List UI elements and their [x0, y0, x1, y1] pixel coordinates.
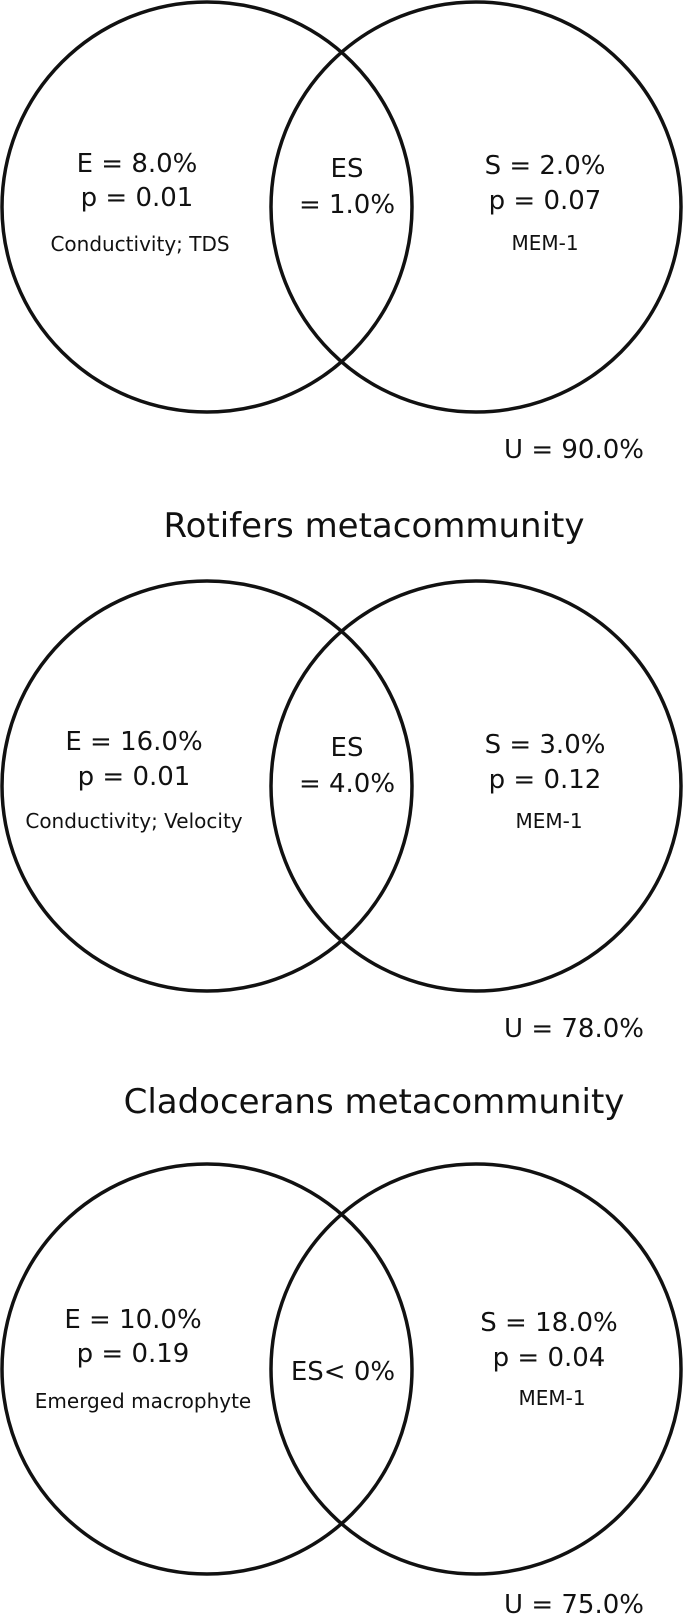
spatial-circle	[269, 1162, 683, 1576]
spatial-circle	[269, 579, 683, 993]
environment-p-value: p = 0.19	[77, 1339, 190, 1369]
spatial-variables: MEM-1	[515, 809, 582, 833]
unexplained-fraction: U = 75.0%	[504, 1590, 644, 1614]
shared-label: ES< 0%	[291, 1357, 395, 1387]
venn-panel-3: Cladocerans metacommunity E = 10.0% p = …	[0, 1082, 683, 1614]
shared-fraction: = 4.0%	[299, 769, 395, 799]
environment-fraction: E = 8.0%	[77, 149, 198, 179]
spatial-variables: MEM-1	[511, 231, 578, 255]
spatial-p-value: p = 0.12	[489, 765, 602, 795]
environment-p-value: p = 0.01	[78, 762, 191, 792]
venn-panel-1: E = 8.0% p = 0.01 Conductivity; TDS ES =…	[0, 0, 683, 465]
spatial-fraction: S = 18.0%	[480, 1308, 617, 1338]
shared-fraction: = 1.0%	[299, 190, 395, 220]
spatial-fraction: S = 2.0%	[485, 151, 606, 181]
environment-circle	[0, 579, 414, 993]
environment-circle	[0, 0, 414, 414]
spatial-p-value: p = 0.07	[489, 186, 602, 216]
shared-label: ES	[331, 154, 364, 184]
unexplained-fraction: U = 90.0%	[504, 435, 644, 465]
venn-panel-2: Rotifers metacommunity E = 16.0% p = 0.0…	[0, 506, 683, 1044]
unexplained-fraction: U = 78.0%	[504, 1014, 644, 1044]
environment-fraction: E = 10.0%	[64, 1305, 201, 1335]
spatial-p-value: p = 0.04	[493, 1343, 606, 1373]
shared-label: ES	[331, 733, 364, 763]
spatial-circle	[269, 0, 683, 414]
spatial-fraction: S = 3.0%	[485, 730, 606, 760]
panel-title: Cladocerans metacommunity	[124, 1082, 625, 1122]
environment-variables: Emerged macrophyte	[35, 1389, 251, 1413]
panel-title: Rotifers metacommunity	[164, 506, 585, 546]
environment-variables: Conductivity; TDS	[50, 232, 229, 256]
environment-fraction: E = 16.0%	[65, 727, 202, 757]
environment-variables: Conductivity; Velocity	[25, 809, 242, 833]
spatial-variables: MEM-1	[518, 1386, 585, 1410]
environment-circle	[0, 1162, 414, 1576]
environment-p-value: p = 0.01	[81, 183, 194, 213]
